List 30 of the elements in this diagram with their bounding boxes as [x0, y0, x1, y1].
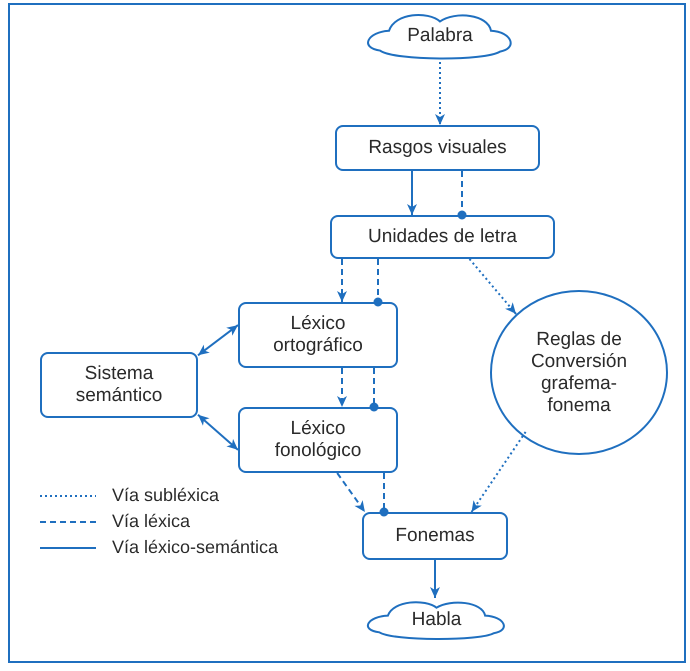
node-label: Rasgos visuales: [368, 137, 507, 159]
node-label: Sistema semántico: [74, 363, 164, 407]
node-label: Palabra: [407, 25, 473, 47]
process-box: [40, 352, 198, 418]
arrow: [337, 259, 347, 302]
arrow: [337, 368, 347, 407]
legend-label: Vía léxica: [112, 510, 190, 533]
node-label: Reglas de Conversión grafema-fonema: [530, 328, 628, 416]
process-box: [335, 125, 540, 171]
rule-circle: [490, 290, 668, 455]
process-box: [238, 407, 398, 473]
arrow: [407, 171, 417, 215]
arrow: [435, 62, 445, 125]
node-label: Fonemas: [395, 525, 475, 547]
arrow: [468, 258, 517, 315]
arrow: [336, 472, 366, 513]
process-box: [330, 215, 555, 259]
process-box: [362, 512, 508, 560]
node-label: Léxico fonológico: [274, 418, 362, 462]
arrow: [197, 414, 239, 451]
cloud-shape: [365, 598, 508, 642]
arrow: [470, 431, 526, 513]
legend-label: Vía léxico-semántica: [112, 536, 278, 559]
arrow: [197, 324, 239, 356]
node-label: Unidades de letra: [368, 226, 517, 248]
node-label: Habla: [412, 609, 462, 631]
arrow: [430, 560, 440, 598]
process-box: [238, 302, 398, 368]
legend-label: Vía subléxica: [112, 484, 220, 507]
node-label: Léxico ortográfico: [272, 313, 364, 357]
